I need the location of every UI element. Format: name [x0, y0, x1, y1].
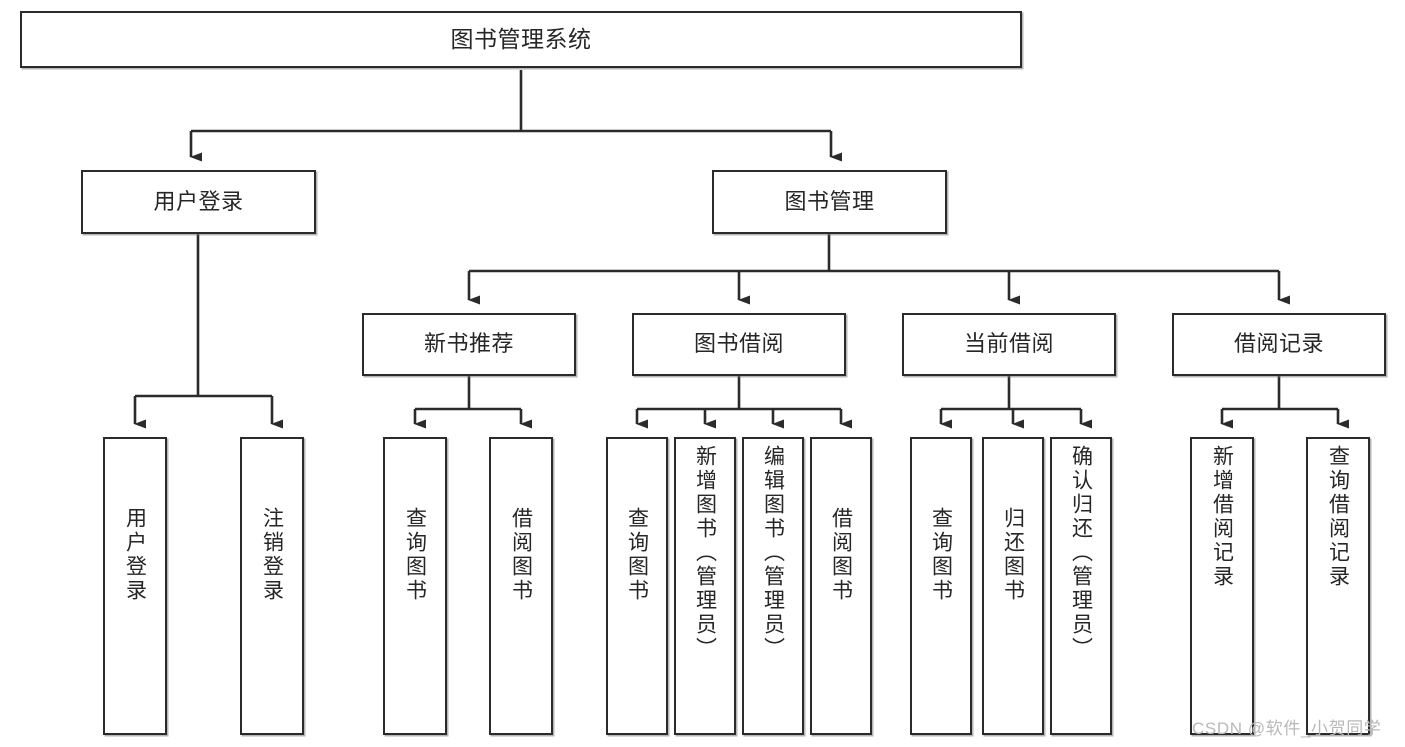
leaf-edit-book-admin[interactable]: 编辑图书（管理员）	[742, 437, 804, 735]
leaf-return-book[interactable]: 归还图书	[982, 437, 1044, 735]
node-label: 查询借阅记录	[1326, 445, 1350, 589]
leaf-confirm-return-admin[interactable]: 确认归还（管理员）	[1050, 437, 1112, 735]
node-label: 用户登录	[153, 188, 244, 214]
node-label: 查询图书	[625, 507, 649, 603]
node-label: 图书管理系统	[450, 25, 592, 52]
leaf-borrow-book-recommend[interactable]: 借阅图书	[489, 437, 553, 735]
node-user-login[interactable]: 用户登录	[81, 170, 316, 234]
node-label: 查询图书	[929, 507, 953, 603]
node-new-book-recommendation[interactable]: 新书推荐	[362, 313, 576, 376]
node-label: 借阅记录	[1233, 331, 1324, 357]
leaf-logout[interactable]: 注销登录	[240, 437, 304, 735]
node-label: 编辑图书（管理员）	[761, 445, 785, 661]
leaf-borrow-book[interactable]: 借阅图书	[810, 437, 872, 735]
node-current-borrowing[interactable]: 当前借阅	[902, 313, 1116, 376]
node-label: 图书管理	[784, 188, 875, 214]
node-label: 图书借阅	[693, 331, 784, 357]
node-book-management[interactable]: 图书管理	[712, 170, 947, 234]
node-label: 用户登录	[123, 507, 147, 603]
node-book-borrowing[interactable]: 图书借阅	[632, 313, 846, 376]
leaf-query-book-current[interactable]: 查询图书	[910, 437, 972, 735]
node-label: 新增借阅记录	[1210, 445, 1234, 589]
leaf-query-book-borrow[interactable]: 查询图书	[606, 437, 668, 735]
node-borrowing-record[interactable]: 借阅记录	[1172, 313, 1386, 376]
node-label: 查询图书	[403, 507, 427, 603]
node-label: 注销登录	[260, 507, 284, 603]
leaf-add-book-admin[interactable]: 新增图书（管理员）	[674, 437, 736, 735]
node-label: 新增图书（管理员）	[693, 445, 717, 661]
leaf-add-borrow-record[interactable]: 新增借阅记录	[1190, 437, 1254, 735]
leaf-query-borrow-record[interactable]: 查询借阅记录	[1306, 437, 1370, 735]
node-label: 新书推荐	[423, 331, 514, 357]
node-root-book-management-system[interactable]: 图书管理系统	[20, 11, 1022, 68]
node-label: 归还图书	[1001, 507, 1025, 603]
node-label: 借阅图书	[829, 507, 853, 603]
node-label: 确认归还（管理员）	[1069, 445, 1093, 661]
leaf-user-login[interactable]: 用户登录	[103, 437, 167, 735]
leaf-query-book-recommend[interactable]: 查询图书	[383, 437, 447, 735]
node-label: 当前借阅	[963, 331, 1054, 357]
node-label: 借阅图书	[509, 507, 533, 603]
